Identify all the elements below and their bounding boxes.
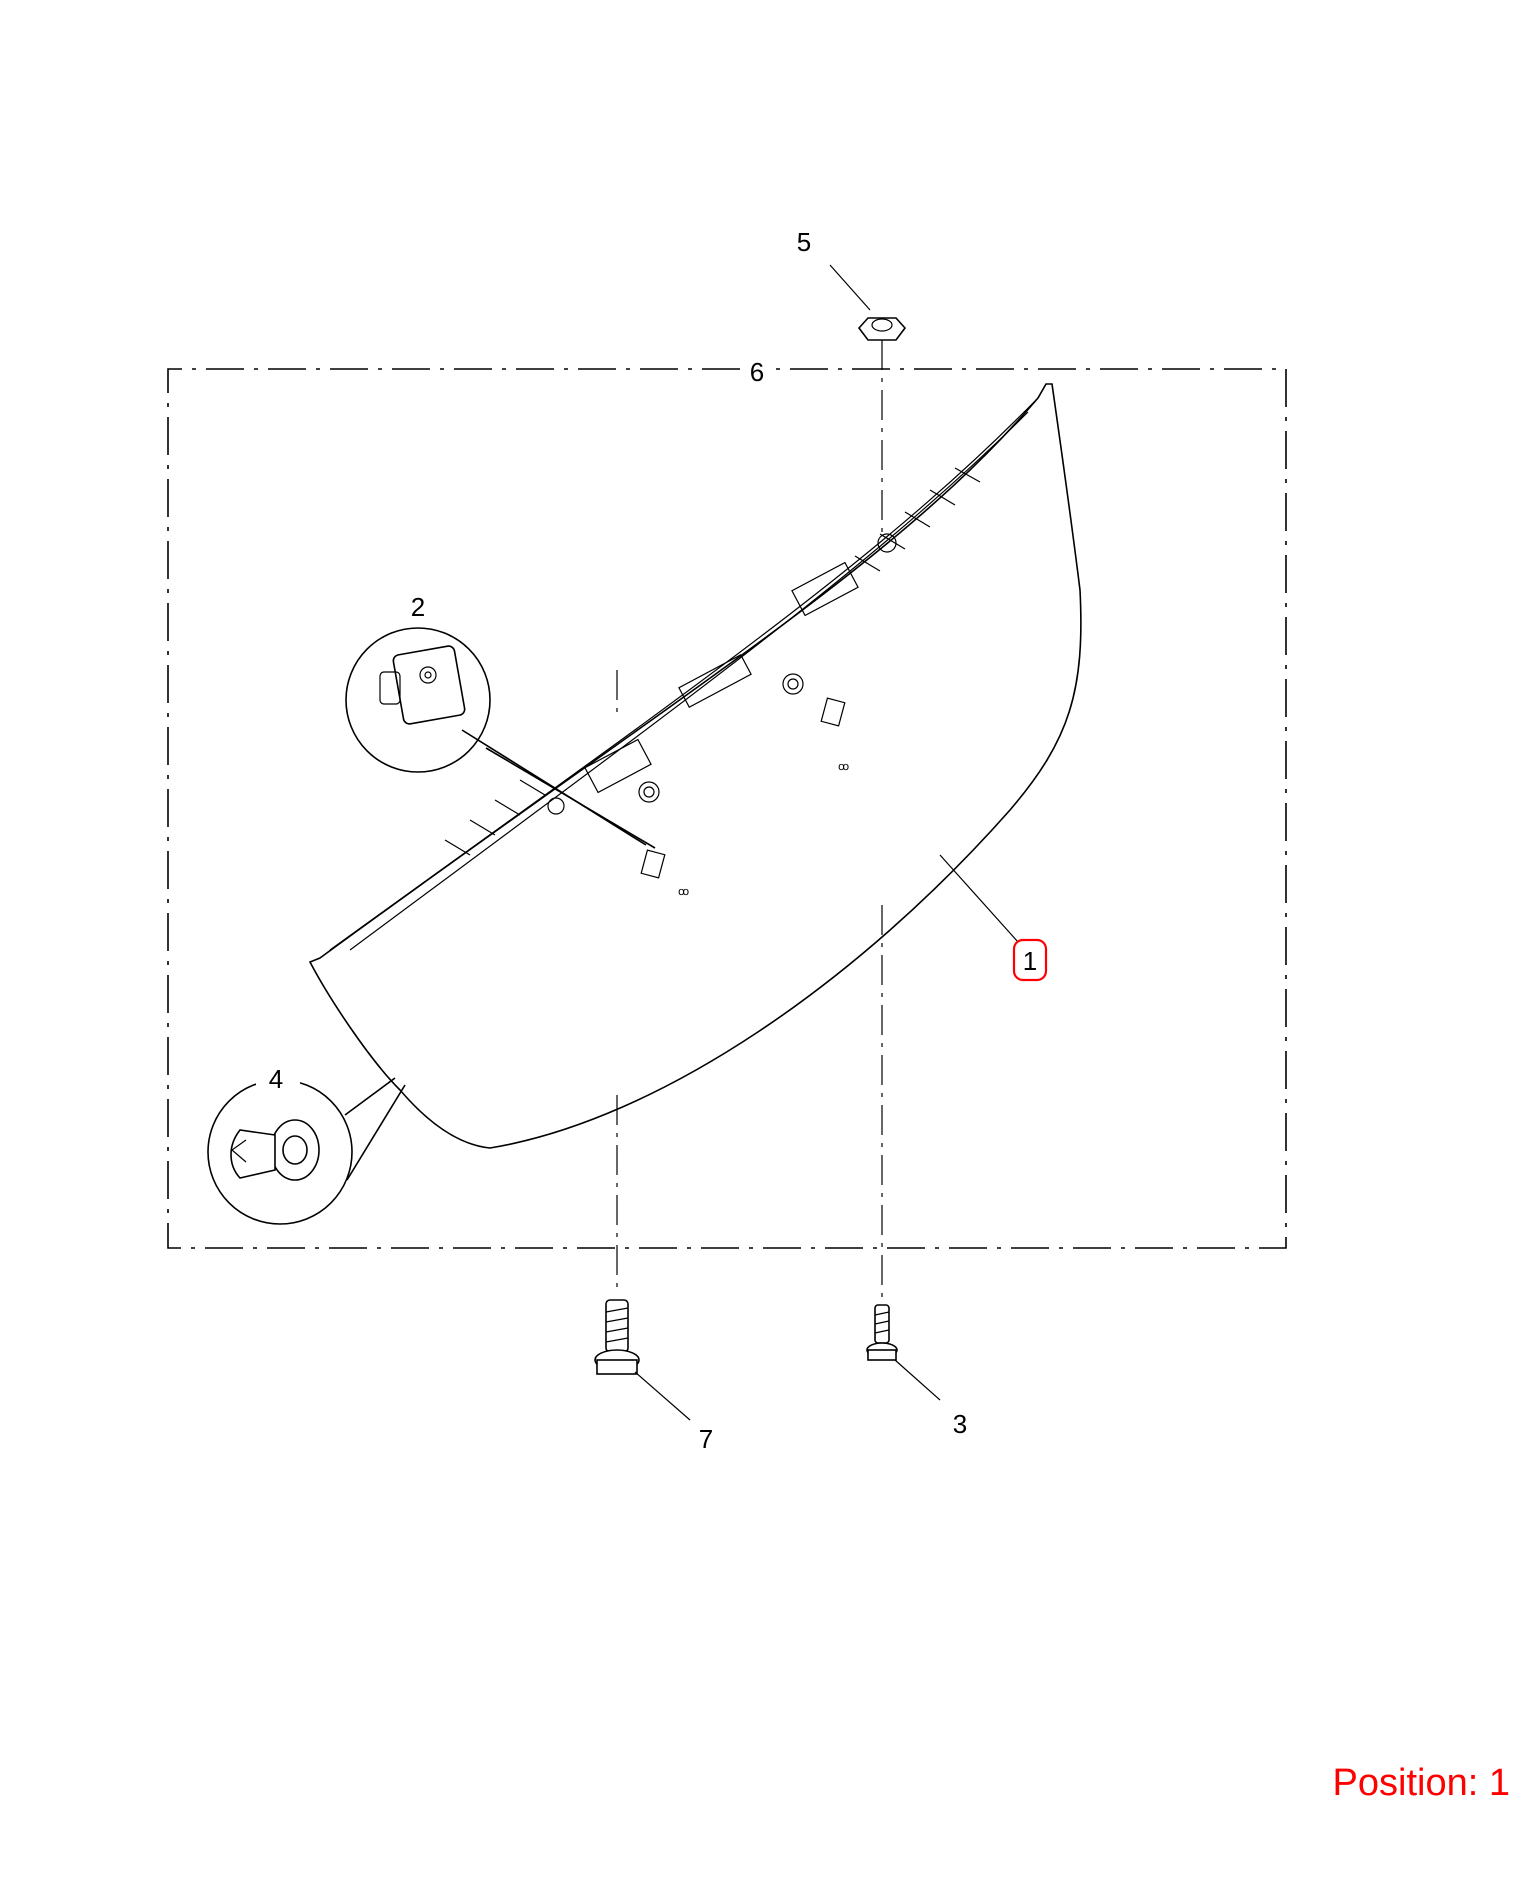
callout-2[interactable]: 2 [411, 592, 425, 622]
trim-panel: ꝏ ꝏ [308, 383, 1082, 1149]
highlight-box-callout-1 [1012, 938, 1048, 982]
leader-part-1 [939, 854, 1019, 943]
callout-3[interactable]: 3 [953, 1409, 967, 1439]
nut-part-5 [829, 264, 907, 341]
callout-6-group: 6 [740, 352, 774, 387]
detail-circle-part-2 [345, 590, 656, 849]
detail-circle-part-4 [207, 1060, 406, 1225]
callout-4[interactable]: 4 [269, 1064, 283, 1094]
svg-text:ꝏ: ꝏ [678, 886, 689, 898]
screw-part-3 [866, 1304, 941, 1401]
callout-7[interactable]: 7 [699, 1424, 713, 1454]
svg-text:ꝏ: ꝏ [838, 761, 849, 773]
assembly-boundary-6 [167, 368, 1287, 1249]
callout-5[interactable]: 5 [797, 227, 811, 257]
screw-part-7 [594, 1299, 691, 1421]
position-label: Position: 1 [1332, 1762, 1510, 1804]
callout-6[interactable]: 6 [750, 357, 764, 387]
callout-1[interactable]: 1 [1023, 946, 1037, 976]
fastener-axis-lines [616, 340, 883, 1300]
